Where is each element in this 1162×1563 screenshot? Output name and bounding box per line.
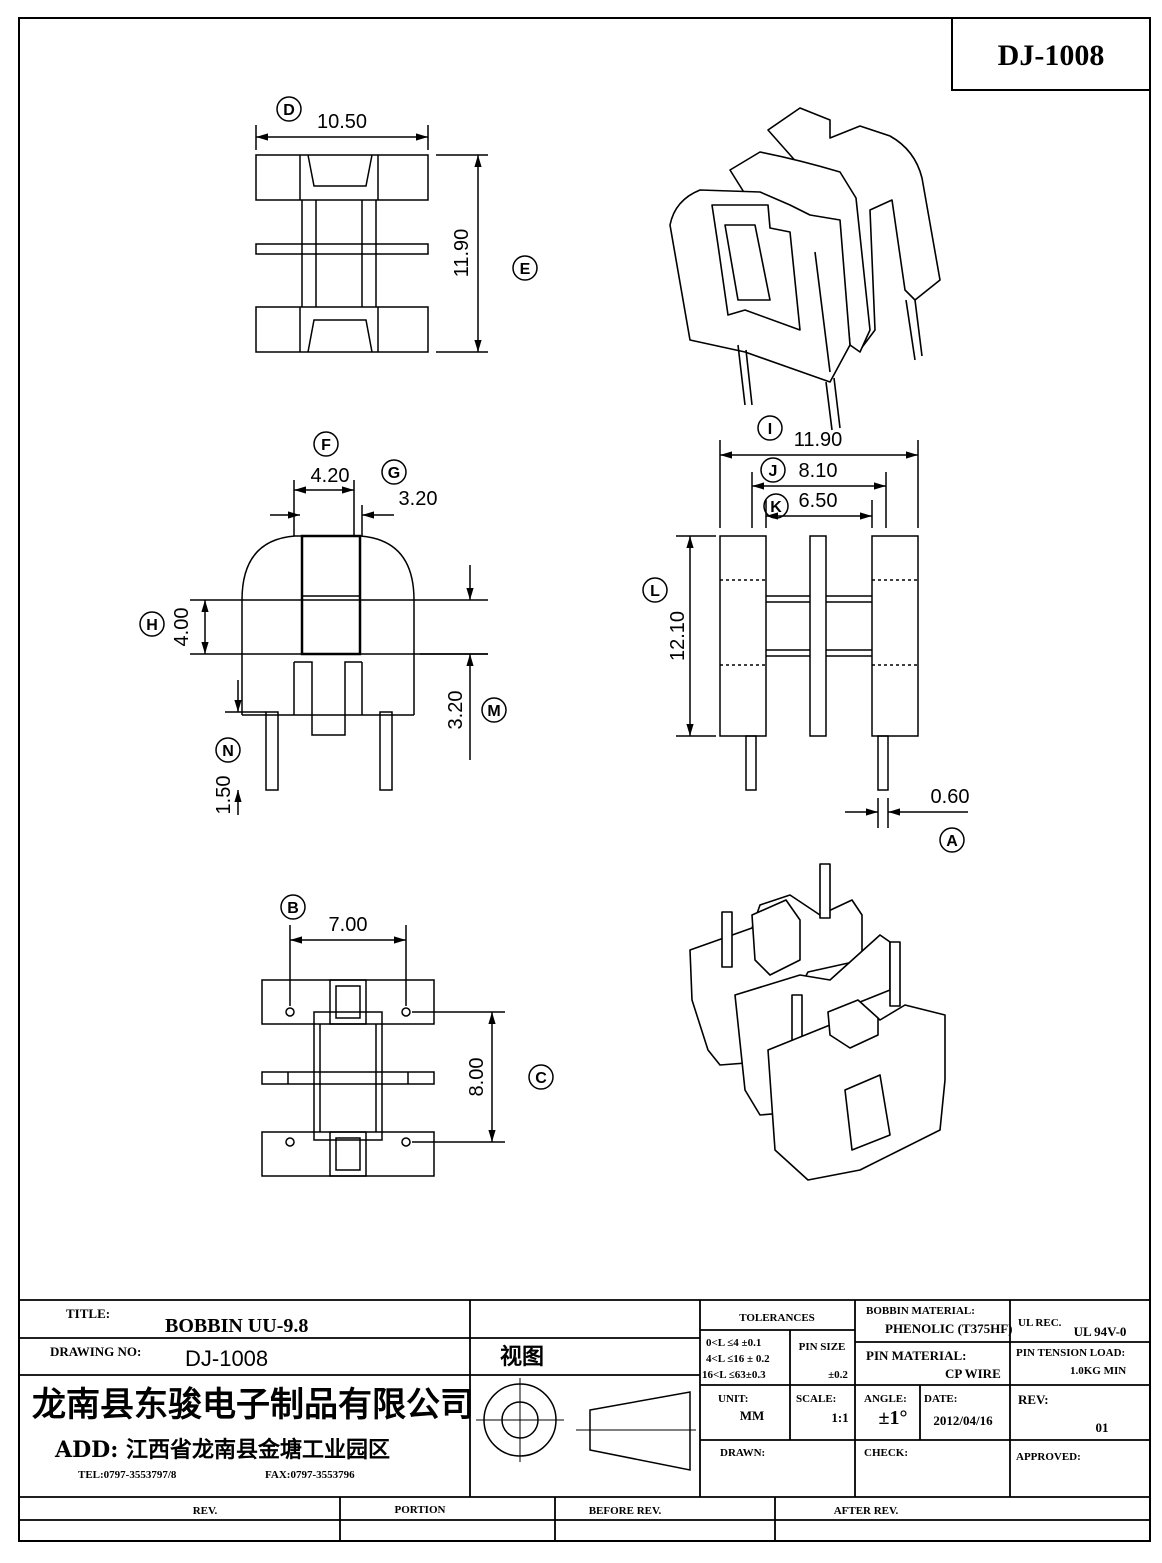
pin-material-label: PIN MATERIAL:	[866, 1348, 967, 1363]
drawing-no-label: DRAWING NO:	[50, 1344, 141, 1359]
top-view	[255, 96, 538, 353]
dim-n-value: 1.50	[213, 776, 235, 815]
dim-g-value: 3.20	[399, 488, 438, 510]
front-view	[642, 415, 968, 853]
bottom-view	[261, 894, 554, 1177]
portion-column-header: PORTION	[395, 1504, 446, 1516]
side-view	[139, 431, 507, 815]
dim-i-value: 11.90	[794, 429, 843, 451]
callout-n: N	[222, 743, 234, 760]
bobbin-material-label: BOBBIN MATERIAL:	[866, 1305, 975, 1317]
callout-g: G	[388, 465, 400, 482]
dim-c-value: 8.00	[466, 1058, 488, 1097]
pin-material-value: CP WIRE	[945, 1366, 1001, 1381]
title-label: TITLE:	[66, 1306, 110, 1321]
callout-f: F	[321, 437, 331, 454]
title-block	[19, 1299, 1150, 1541]
drawn-label: DRAWN:	[720, 1447, 765, 1459]
callout-m: M	[487, 703, 500, 720]
company-fax: FAX:0797-3553796	[265, 1469, 355, 1481]
rev-value: 01	[1096, 1420, 1109, 1435]
dim-j-value: 8.10	[799, 460, 838, 482]
dim-b-value: 7.00	[329, 914, 368, 936]
pin-tension-value: 1.0KG MIN	[1070, 1365, 1126, 1377]
before-rev-column-header: BEFORE REV.	[589, 1505, 662, 1517]
isometric-view-lower	[689, 863, 946, 1181]
callout-j: J	[769, 463, 778, 480]
drawing-no-value: DJ-1008	[185, 1346, 268, 1371]
date-label: DATE:	[924, 1393, 957, 1405]
pin-size-value: ±0.2	[828, 1369, 848, 1381]
dim-e-value: 11.90	[451, 229, 473, 278]
check-label: CHECK:	[864, 1447, 908, 1459]
isometric-view-upper	[669, 107, 941, 431]
tolerances-label: TOLERANCES	[739, 1312, 815, 1324]
approved-label: APPROVED:	[1016, 1451, 1081, 1463]
angle-value: ±1°	[879, 1407, 908, 1429]
callout-h: H	[146, 617, 158, 634]
angle-label: ANGLE:	[864, 1393, 907, 1405]
unit-value: MM	[740, 1408, 765, 1423]
sheet-border	[18, 17, 1151, 1542]
callout-i: I	[768, 421, 772, 438]
pin-size-label: PIN SIZE	[799, 1341, 846, 1353]
after-rev-column-header: AFTER REV.	[834, 1505, 899, 1517]
rev-column-header: REV.	[193, 1505, 218, 1517]
scale-label: SCALE:	[796, 1393, 836, 1405]
bobbin-material-value: PHENOLIC (T375HF)	[885, 1321, 1012, 1336]
company-tel: TEL:0797-3553797/8	[78, 1469, 177, 1481]
date-value: 2012/04/16	[933, 1413, 993, 1428]
company-name: 龙南县东骏电子制品有限公司	[32, 1385, 474, 1425]
callout-b: B	[287, 900, 299, 917]
tolerance-3: 16<L ≤63±0.3	[702, 1369, 766, 1381]
dim-h-value: 4.00	[171, 608, 193, 647]
unit-label: UNIT:	[718, 1393, 748, 1405]
callout-l: L	[650, 583, 660, 600]
tolerance-1: 0<L ≤4 ±0.1	[706, 1337, 761, 1349]
pin-tension-label: PIN TENSION LOAD:	[1016, 1347, 1125, 1359]
dim-m-value: 3.20	[445, 691, 467, 730]
rev-label: REV:	[1018, 1392, 1049, 1407]
scale-value: 1:1	[831, 1410, 848, 1425]
dim-k-value: 6.50	[799, 490, 838, 512]
ul-rec-label: UL REC.	[1018, 1317, 1062, 1329]
dim-a-value: 0.60	[931, 786, 970, 808]
callout-e: E	[520, 261, 531, 278]
dim-d-value: 10.50	[317, 111, 367, 133]
tolerance-2: 4<L ≤16 ± 0.2	[706, 1353, 770, 1365]
callout-a: A	[946, 833, 958, 850]
callout-k: K	[770, 499, 782, 516]
callout-c: C	[535, 1070, 547, 1087]
callout-d: D	[283, 102, 295, 119]
dim-l-value: 12.10	[667, 611, 689, 661]
dim-f-value: 4.20	[311, 465, 350, 487]
drawing-code: DJ-1008	[998, 39, 1105, 72]
title-value: BOBBIN UU-9.8	[165, 1315, 308, 1337]
drawing-code-box: DJ-1008	[951, 17, 1151, 91]
view-label: 视图	[500, 1344, 544, 1370]
company-address: ADD: 江西省龙南县金塘工业园区	[54, 1437, 390, 1463]
ul-rec-value: UL 94V-0	[1074, 1324, 1127, 1339]
